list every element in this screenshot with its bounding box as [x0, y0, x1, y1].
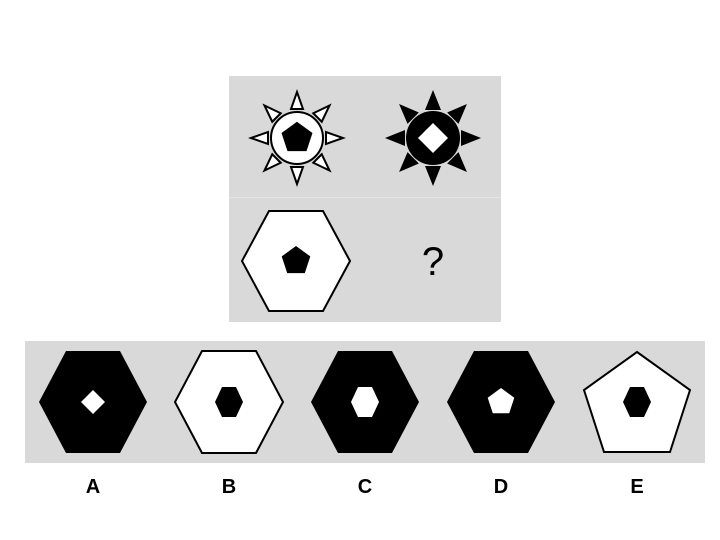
- white-sun-black-pentagon-figure: [247, 88, 347, 188]
- black-hexagon-white-pentagon-icon: [447, 351, 555, 453]
- option-b-label: B: [221, 476, 237, 498]
- option-d-label: D: [493, 476, 509, 498]
- black-sun-white-diamond-figure: [385, 90, 481, 186]
- white-hexagon-black-pentagon-figure: [240, 210, 352, 312]
- option-b-figure[interactable]: [174, 348, 284, 456]
- black-hexagon-white-diamond-icon: [39, 351, 147, 453]
- black-hexagon-white-hexagon-icon: [311, 351, 419, 453]
- option-a-label: A: [85, 476, 101, 498]
- option-d-figure[interactable]: [446, 348, 556, 456]
- matrix-row-divider: [229, 197, 501, 198]
- option-e-figure[interactable]: [582, 348, 692, 456]
- missing-figure-question-mark: ?: [421, 240, 445, 284]
- matrix-cell-1-1: [241, 86, 353, 192]
- matrix-cell-2-1: [240, 208, 352, 316]
- white-pentagon-black-hexagon-icon: [582, 350, 692, 453]
- option-c-figure[interactable]: [310, 348, 420, 456]
- option-a-figure[interactable]: [38, 348, 148, 456]
- matrix-cell-1-2: [377, 86, 489, 192]
- option-c-label: C: [357, 476, 373, 498]
- option-e-label: E: [630, 476, 644, 498]
- white-hexagon-black-hexagon-icon: [174, 350, 284, 454]
